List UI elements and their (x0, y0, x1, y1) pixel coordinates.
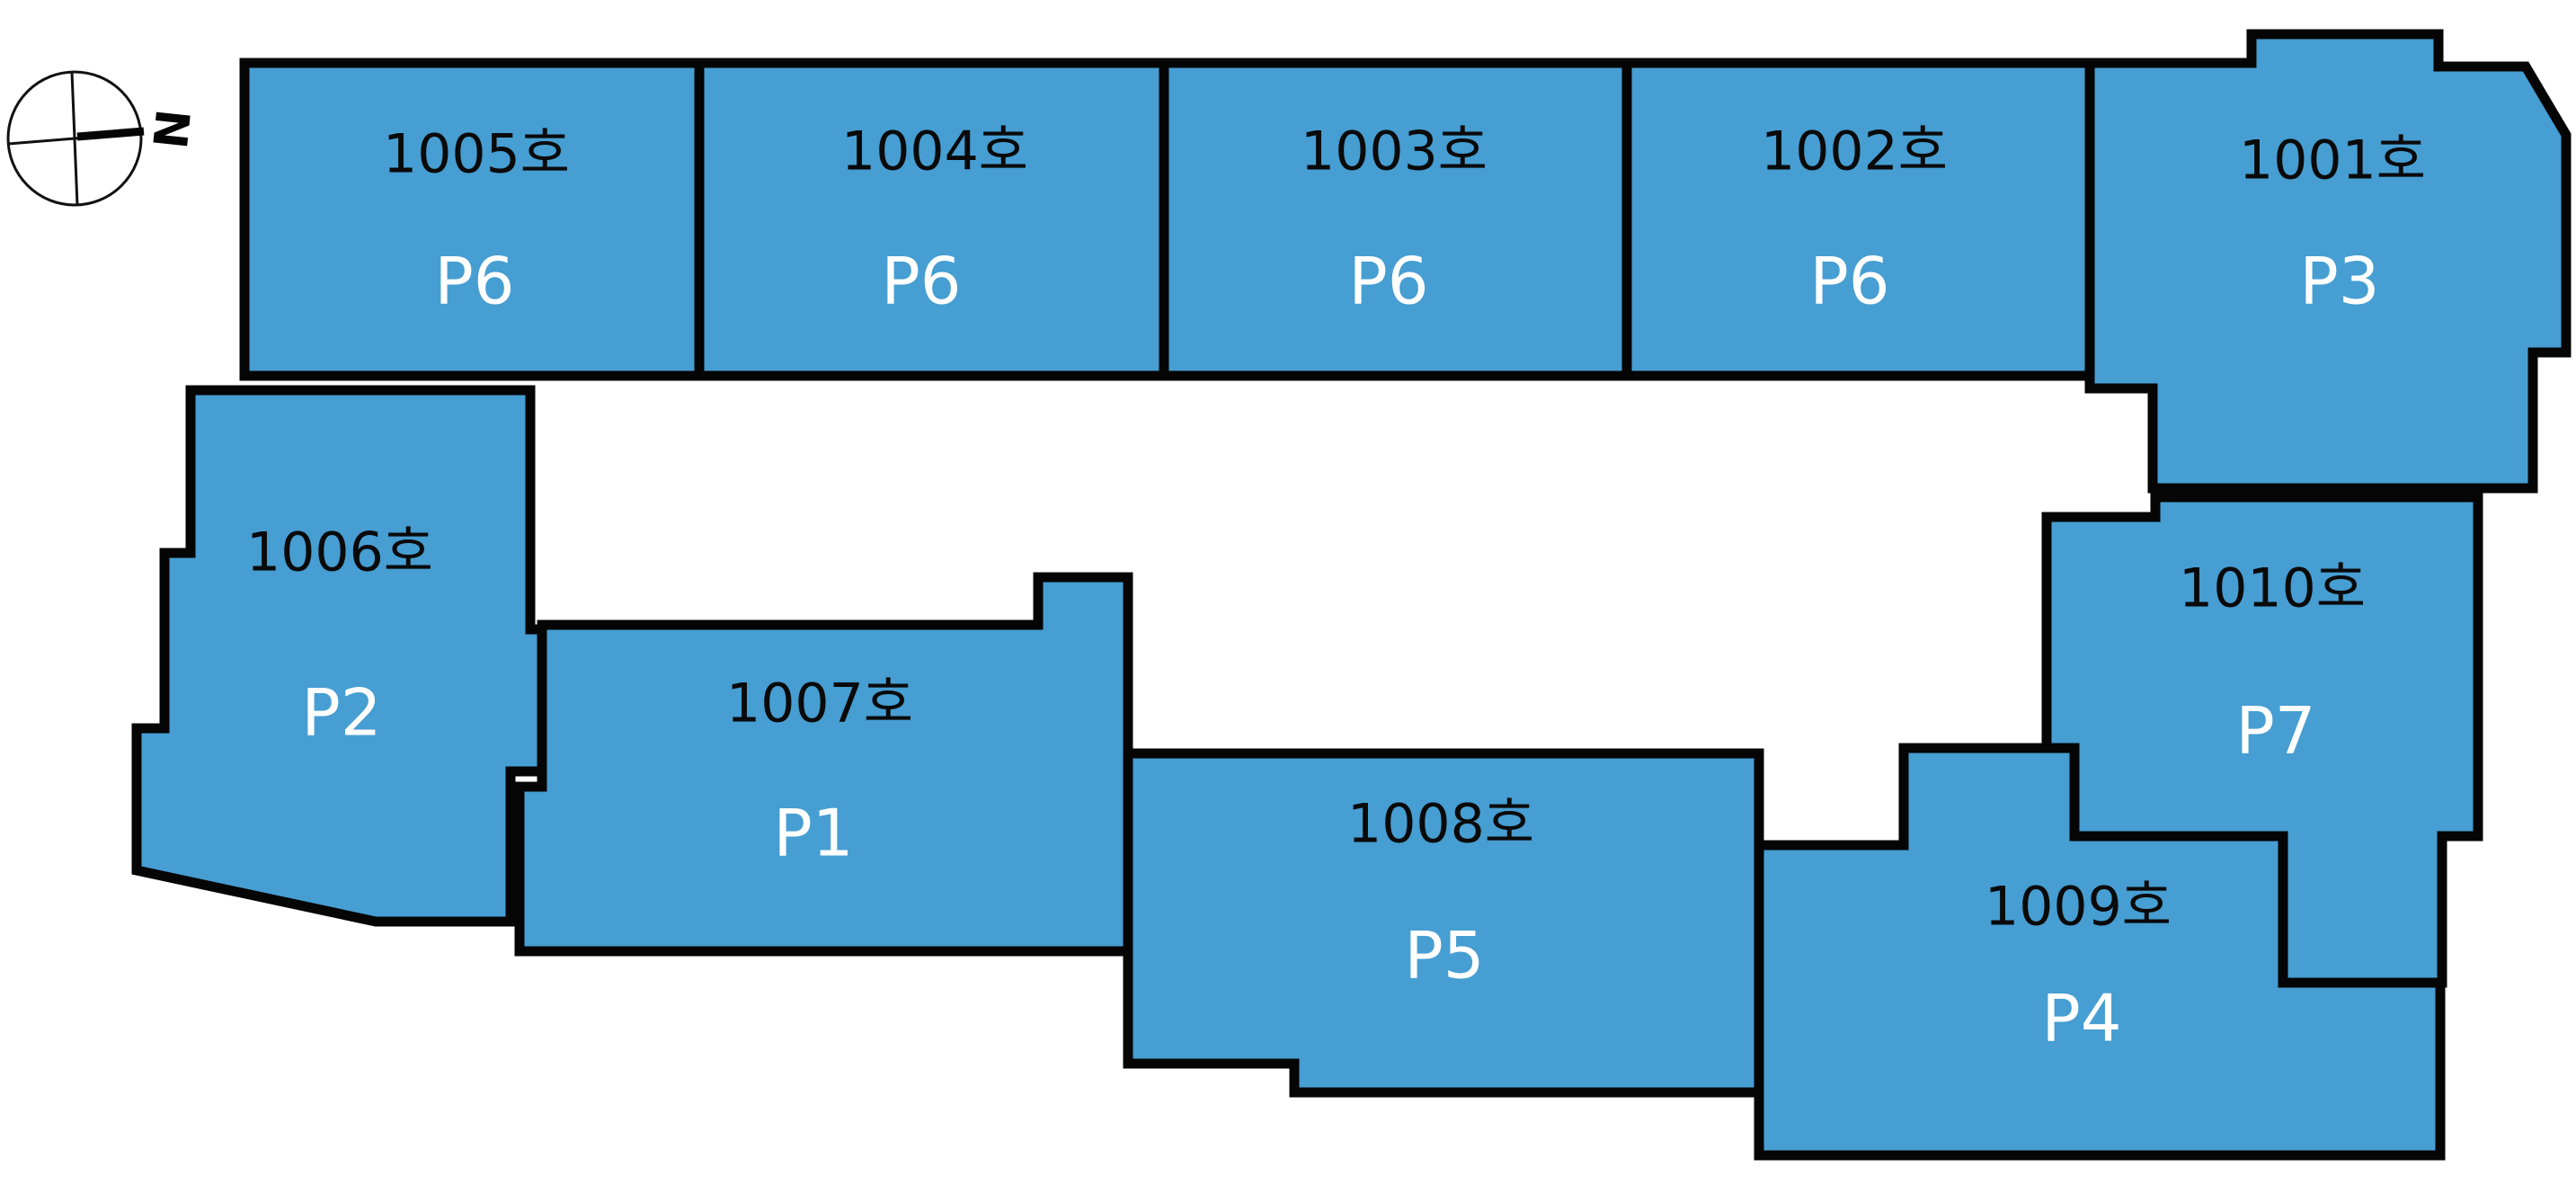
unit-1002-type: P6 (1809, 244, 1889, 319)
unit-1003-number: 1003호 (1301, 120, 1488, 183)
unit-1005-type: P6 (434, 244, 514, 319)
unit-1009-type: P4 (2041, 981, 2121, 1056)
unit-1008-shape[interactable] (1123, 748, 1764, 1098)
unit-1007-number: 1007호 (726, 673, 913, 735)
unit-1009[interactable]: 1009호 P4 (1754, 743, 2446, 1161)
unit-1005-shape[interactable] (239, 58, 705, 381)
unit-1003-shape[interactable] (1159, 58, 1632, 381)
unit-1003[interactable]: 1003호 P6 (1159, 58, 1632, 381)
unit-1005[interactable]: 1005호 P6 (239, 58, 705, 381)
unit-1004[interactable]: 1004호 P6 (694, 58, 1169, 381)
unit-1004-type: P6 (881, 244, 961, 319)
unit-1003-type: P6 (1348, 244, 1428, 319)
unit-1008[interactable]: 1008호 P5 (1123, 748, 1764, 1098)
unit-1004-number: 1004호 (841, 120, 1028, 183)
compass-icon (6, 70, 145, 207)
unit-1002-shape[interactable] (1621, 58, 2095, 381)
unit-1002-number: 1002호 (1761, 120, 1948, 183)
unit-1005-number: 1005호 (383, 123, 570, 186)
unit-1004-shape[interactable] (694, 58, 1169, 381)
unit-1006-type: P2 (301, 675, 381, 751)
compass: N (6, 70, 202, 207)
unit-1010-shape[interactable] (2041, 492, 2483, 988)
unit-1002[interactable]: 1002호 P6 (1621, 58, 2095, 381)
unit-1010-type: P7 (2235, 693, 2315, 769)
unit-1001-number: 1001호 (2239, 129, 2426, 192)
unit-1006-number: 1006호 (246, 521, 433, 584)
unit-1007-type: P1 (773, 796, 853, 871)
unit-1001[interactable]: 1001호 P3 (2084, 29, 2572, 494)
unit-1008-type: P5 (1404, 918, 1484, 993)
unit-1008-number: 1008호 (1347, 793, 1534, 856)
unit-1007-shape[interactable] (514, 572, 1133, 957)
unit-1010-number: 1010호 (2179, 557, 2366, 620)
unit-1010[interactable]: 1010호 P7 (2041, 492, 2483, 988)
unit-1001-shape[interactable] (2084, 29, 2572, 494)
unit-1007[interactable]: 1007호 P1 (514, 572, 1133, 957)
unit-1006-shape[interactable] (131, 385, 547, 927)
unit-1001-type: P3 (2299, 244, 2379, 319)
unit-1009-number: 1009호 (1985, 876, 2172, 939)
compass-north-label: N (145, 107, 202, 152)
unit-1006[interactable]: 1006호 P2 (131, 385, 547, 927)
